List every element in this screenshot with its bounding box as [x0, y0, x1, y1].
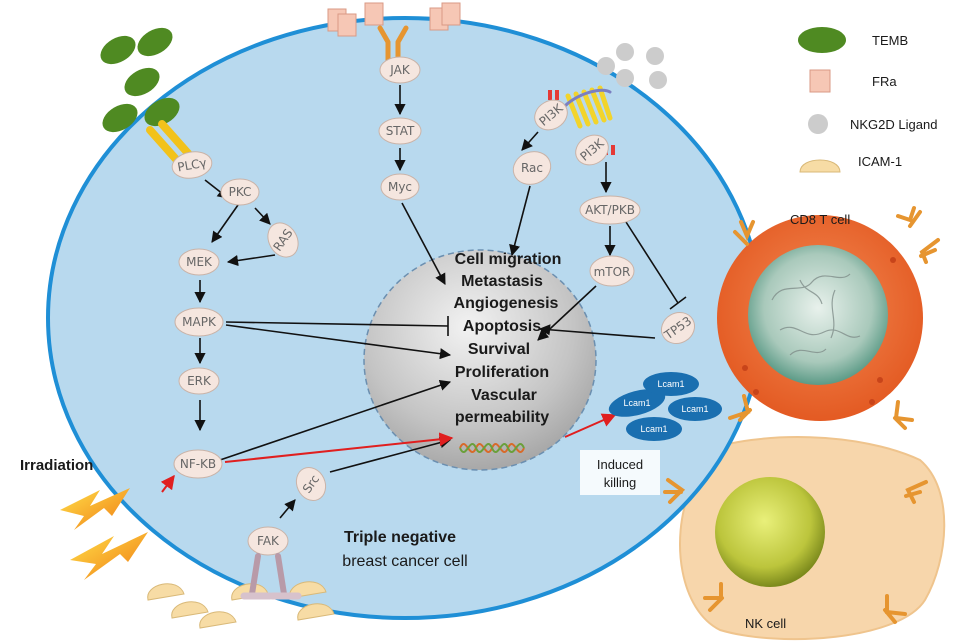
inhibition-lines [225, 221, 687, 336]
outcome-vascular: Vascular [471, 387, 537, 404]
node-jak-label: JAK [389, 63, 411, 77]
node-mtor [589, 255, 635, 287]
outcome-angiogenesis: Angiogenesis [454, 295, 559, 312]
legend-icam-swatch [799, 159, 841, 173]
pathway-nodes [171, 56, 696, 556]
node-erk-label: ERK [187, 374, 212, 388]
node-pkc [220, 178, 260, 206]
irradiation-label: Irradiation [20, 457, 93, 474]
node-jak [379, 56, 421, 84]
node-nfkb [173, 449, 223, 479]
node-akt [579, 195, 641, 225]
induced-killing-box: Induced killing [580, 450, 660, 495]
induced-label: Induced [597, 457, 643, 472]
cd8-cell-label: CD8 T cell [790, 212, 850, 227]
legend-fra-label: FRa [872, 74, 897, 89]
icam-label-1: Lcam1 [623, 398, 650, 408]
node-plcy-label: PLCγ [176, 156, 207, 175]
outcome-proliferation: Proliferation [455, 364, 549, 381]
killing-label: killing [604, 475, 637, 490]
icam-label-2: Lcam1 [657, 379, 684, 389]
nkg2d-ligands [597, 43, 667, 89]
icam-cluster: Lcam1 Lcam1 Lcam1 Lcam1 [608, 372, 722, 441]
node-tp53 [660, 311, 696, 345]
cell-title-line2: breast cancer cell [342, 553, 467, 570]
legend-icam-label: ICAM-1 [858, 154, 902, 169]
red-arrows [160, 413, 617, 493]
outcome-survival: Survival [468, 341, 530, 358]
immune-receptors [663, 206, 940, 624]
icam-label-4: Lcam1 [640, 424, 667, 434]
node-mapk-label: MAPK [182, 315, 217, 329]
node-pi3k-a [534, 99, 568, 131]
node-mek [178, 248, 220, 276]
cell-title-line1: Triple negative [344, 529, 456, 546]
outcome-permeability: permeability [455, 409, 549, 426]
node-fak [247, 526, 289, 556]
node-ras [267, 222, 299, 258]
node-plcy [171, 151, 213, 179]
outcome-list: Cell migration Metastasis Angiogenesis A… [454, 251, 562, 426]
node-mtor-label: mTOR [594, 265, 631, 279]
legend-temb-swatch [798, 27, 846, 53]
node-mek-label: MEK [186, 255, 213, 269]
node-src [295, 466, 327, 502]
outcome-metastasis: Metastasis [461, 273, 543, 290]
lightning-bolt-icon-2 [70, 532, 148, 580]
pathway-arrows [194, 85, 656, 519]
fra-molecules [327, 2, 461, 37]
legend-fra-swatch [809, 69, 831, 93]
node-pi3k-b [575, 134, 609, 166]
fak-receptor [240, 553, 302, 600]
icam-label-3: Lcam1 [681, 404, 708, 414]
temb-molecules [100, 27, 180, 133]
outcome-apoptosis: Apoptosis [463, 318, 541, 335]
legend-nkg2d-swatch [808, 114, 828, 134]
node-rac-label: Rac [521, 161, 543, 175]
legend-temb-label: TEMB [872, 33, 908, 48]
node-stat-label: STAT [386, 124, 415, 138]
node-rac [512, 151, 552, 185]
jak-receptor [377, 25, 409, 65]
cell-title: Triple negative breast cancer cell [342, 529, 467, 570]
outcome-cell-migration: Cell migration [455, 251, 562, 268]
nk-cell-label: NK cell [745, 616, 786, 631]
cd8-t-cell: CD8 T cell [717, 212, 923, 421]
node-akt-label: AKT/PKB [585, 203, 635, 217]
node-stat [378, 117, 422, 145]
nk-cell: NK cell [679, 436, 946, 641]
node-erk [178, 367, 220, 395]
node-mapk [174, 307, 224, 337]
legend-nkg2d-label: NKG2D Ligand [850, 117, 937, 132]
node-nfkb-label: NF-KB [180, 457, 216, 471]
legend: TEMB FRa NKG2D Ligand ICAM-1 [798, 27, 937, 173]
irradiation: Irradiation [20, 457, 148, 580]
node-fak-label: FAK [257, 534, 280, 548]
node-pkc-label: PKC [229, 185, 252, 199]
nucleus [363, 249, 597, 471]
node-myc-label: Myc [388, 180, 412, 194]
node-myc [380, 173, 420, 201]
lightning-bolt-icon [60, 488, 130, 530]
